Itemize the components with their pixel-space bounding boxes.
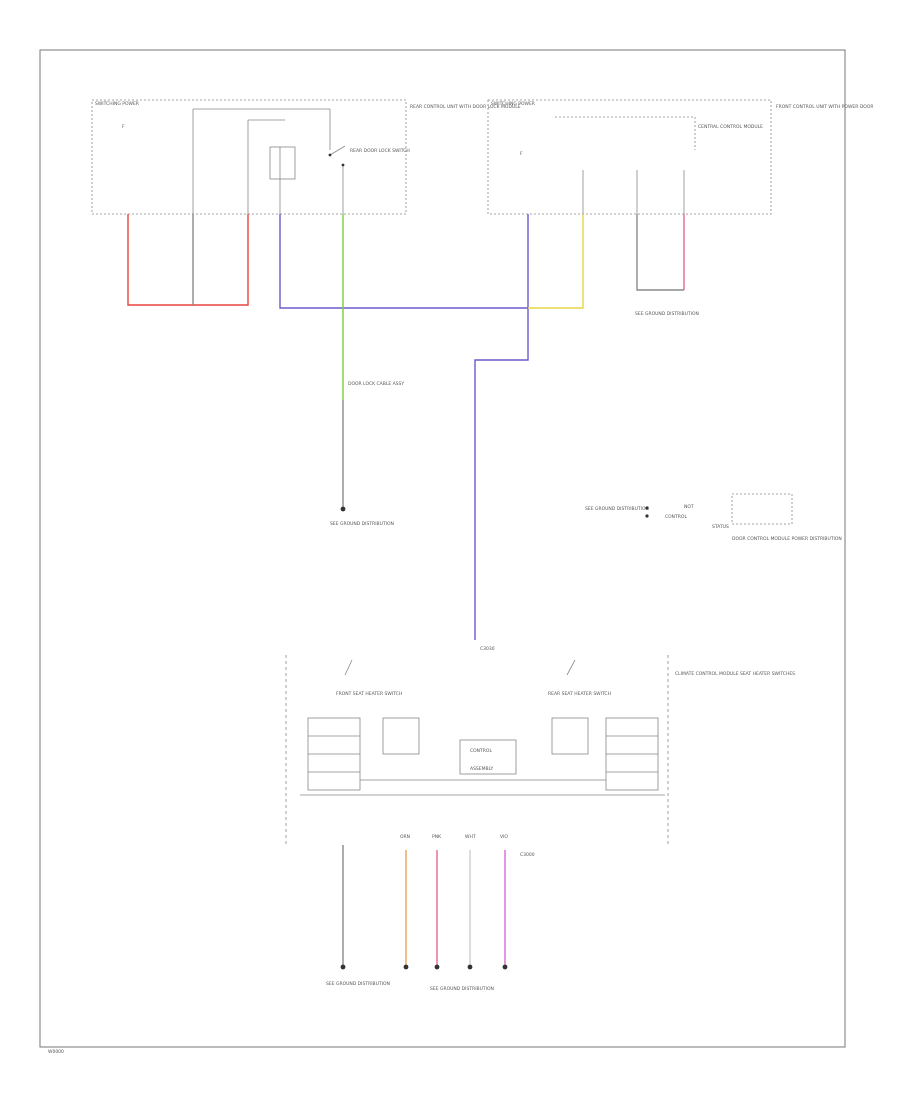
- ground-loop-wire: [636, 214, 684, 291]
- right-switch-label: REAR SEAT HEATER SWITCH: [548, 691, 611, 697]
- legend-code-1: NOT: [684, 504, 694, 510]
- bottom-control-module: CLIMATE CONTROL MODULE SEAT HEATER SWITC…: [285, 655, 795, 845]
- left-switch-label: FRONT SEAT HEATER SWITCH: [336, 691, 402, 697]
- front-control-module: SWITCHING POWER FRONT CONTROL UNIT WITH …: [487, 99, 874, 215]
- front-module-wires: SEE GROUND DISTRIBUTION C3030: [474, 214, 699, 652]
- front-fuse-label: F: [520, 151, 523, 157]
- bottom-box-label: CLIMATE CONTROL MODULE SEAT HEATER SWITC…: [675, 671, 795, 677]
- diagram-frame: [39, 49, 846, 1048]
- violet-wire: [279, 214, 528, 309]
- front-ground-label: SEE GROUND DISTRIBUTION: [635, 311, 699, 317]
- rear-switch-label: REAR DOOR LOCK SWITCH: [350, 148, 410, 154]
- front-sub-label: CENTRAL CONTROL MODULE: [698, 124, 763, 130]
- center-label-top: CONTROL: [470, 748, 492, 754]
- legend-code-2: CONTROL: [665, 514, 687, 520]
- bottom-connector: C3000: [520, 852, 535, 858]
- rear-module-desc: REAR CONTROL UNIT WITH DOOR LOCK MODULE: [410, 104, 521, 110]
- front-module-desc: FRONT CONTROL UNIT WITH POWER DOOR: [776, 104, 874, 110]
- bottom-wire-tag-3: WHT: [465, 834, 476, 840]
- connector-mid: C3030: [480, 646, 495, 652]
- bottom-wire-tag-4: VIO: [500, 834, 508, 840]
- center-label-bottom: ASSEMBLY: [470, 766, 494, 772]
- legend-code-3: STATUS: [712, 524, 729, 530]
- legend: SEE GROUND DISTRIBUTION NOT CONTROL STAT…: [585, 493, 842, 542]
- rear-module-title: SWITCHING POWER: [95, 101, 139, 107]
- bottom-wire-tag-1: ORN: [400, 834, 410, 840]
- red-wire: [127, 214, 249, 306]
- violet-trunk-wire: [474, 214, 529, 640]
- rear-fuse-label: F: [122, 124, 125, 130]
- rear-ground-label: SEE GROUND DISTRIBUTION: [330, 521, 394, 527]
- bottom-wire-tag-2: PNK: [432, 834, 442, 840]
- rear-ground-terminal: [340, 506, 346, 512]
- legend-right: DOOR CONTROL MODULE POWER DISTRIBUTION: [732, 536, 842, 542]
- rear-module-wires: SEE GROUND DISTRIBUTION DOOR LOCK CABLE …: [127, 214, 528, 527]
- yellow-wire: [528, 214, 584, 309]
- bottom-wires: ORN PNK WHT VIO C3000 SEE GROUND DISTRIB…: [326, 834, 535, 992]
- diagram-id: W0000: [48, 1049, 64, 1055]
- bottom-left-label: SEE GROUND DISTRIBUTION: [326, 981, 390, 987]
- door-switch-label: DOOR LOCK CABLE ASSY: [348, 381, 404, 387]
- bottom-right-label: SEE GROUND DISTRIBUTION: [430, 986, 494, 992]
- front-module-title: SWITCHING POWER: [491, 101, 535, 107]
- legend-left: SEE GROUND DISTRIBUTION: [585, 506, 649, 512]
- rear-control-module: SWITCHING POWER REAR CONTROL UNIT WITH D…: [91, 99, 521, 215]
